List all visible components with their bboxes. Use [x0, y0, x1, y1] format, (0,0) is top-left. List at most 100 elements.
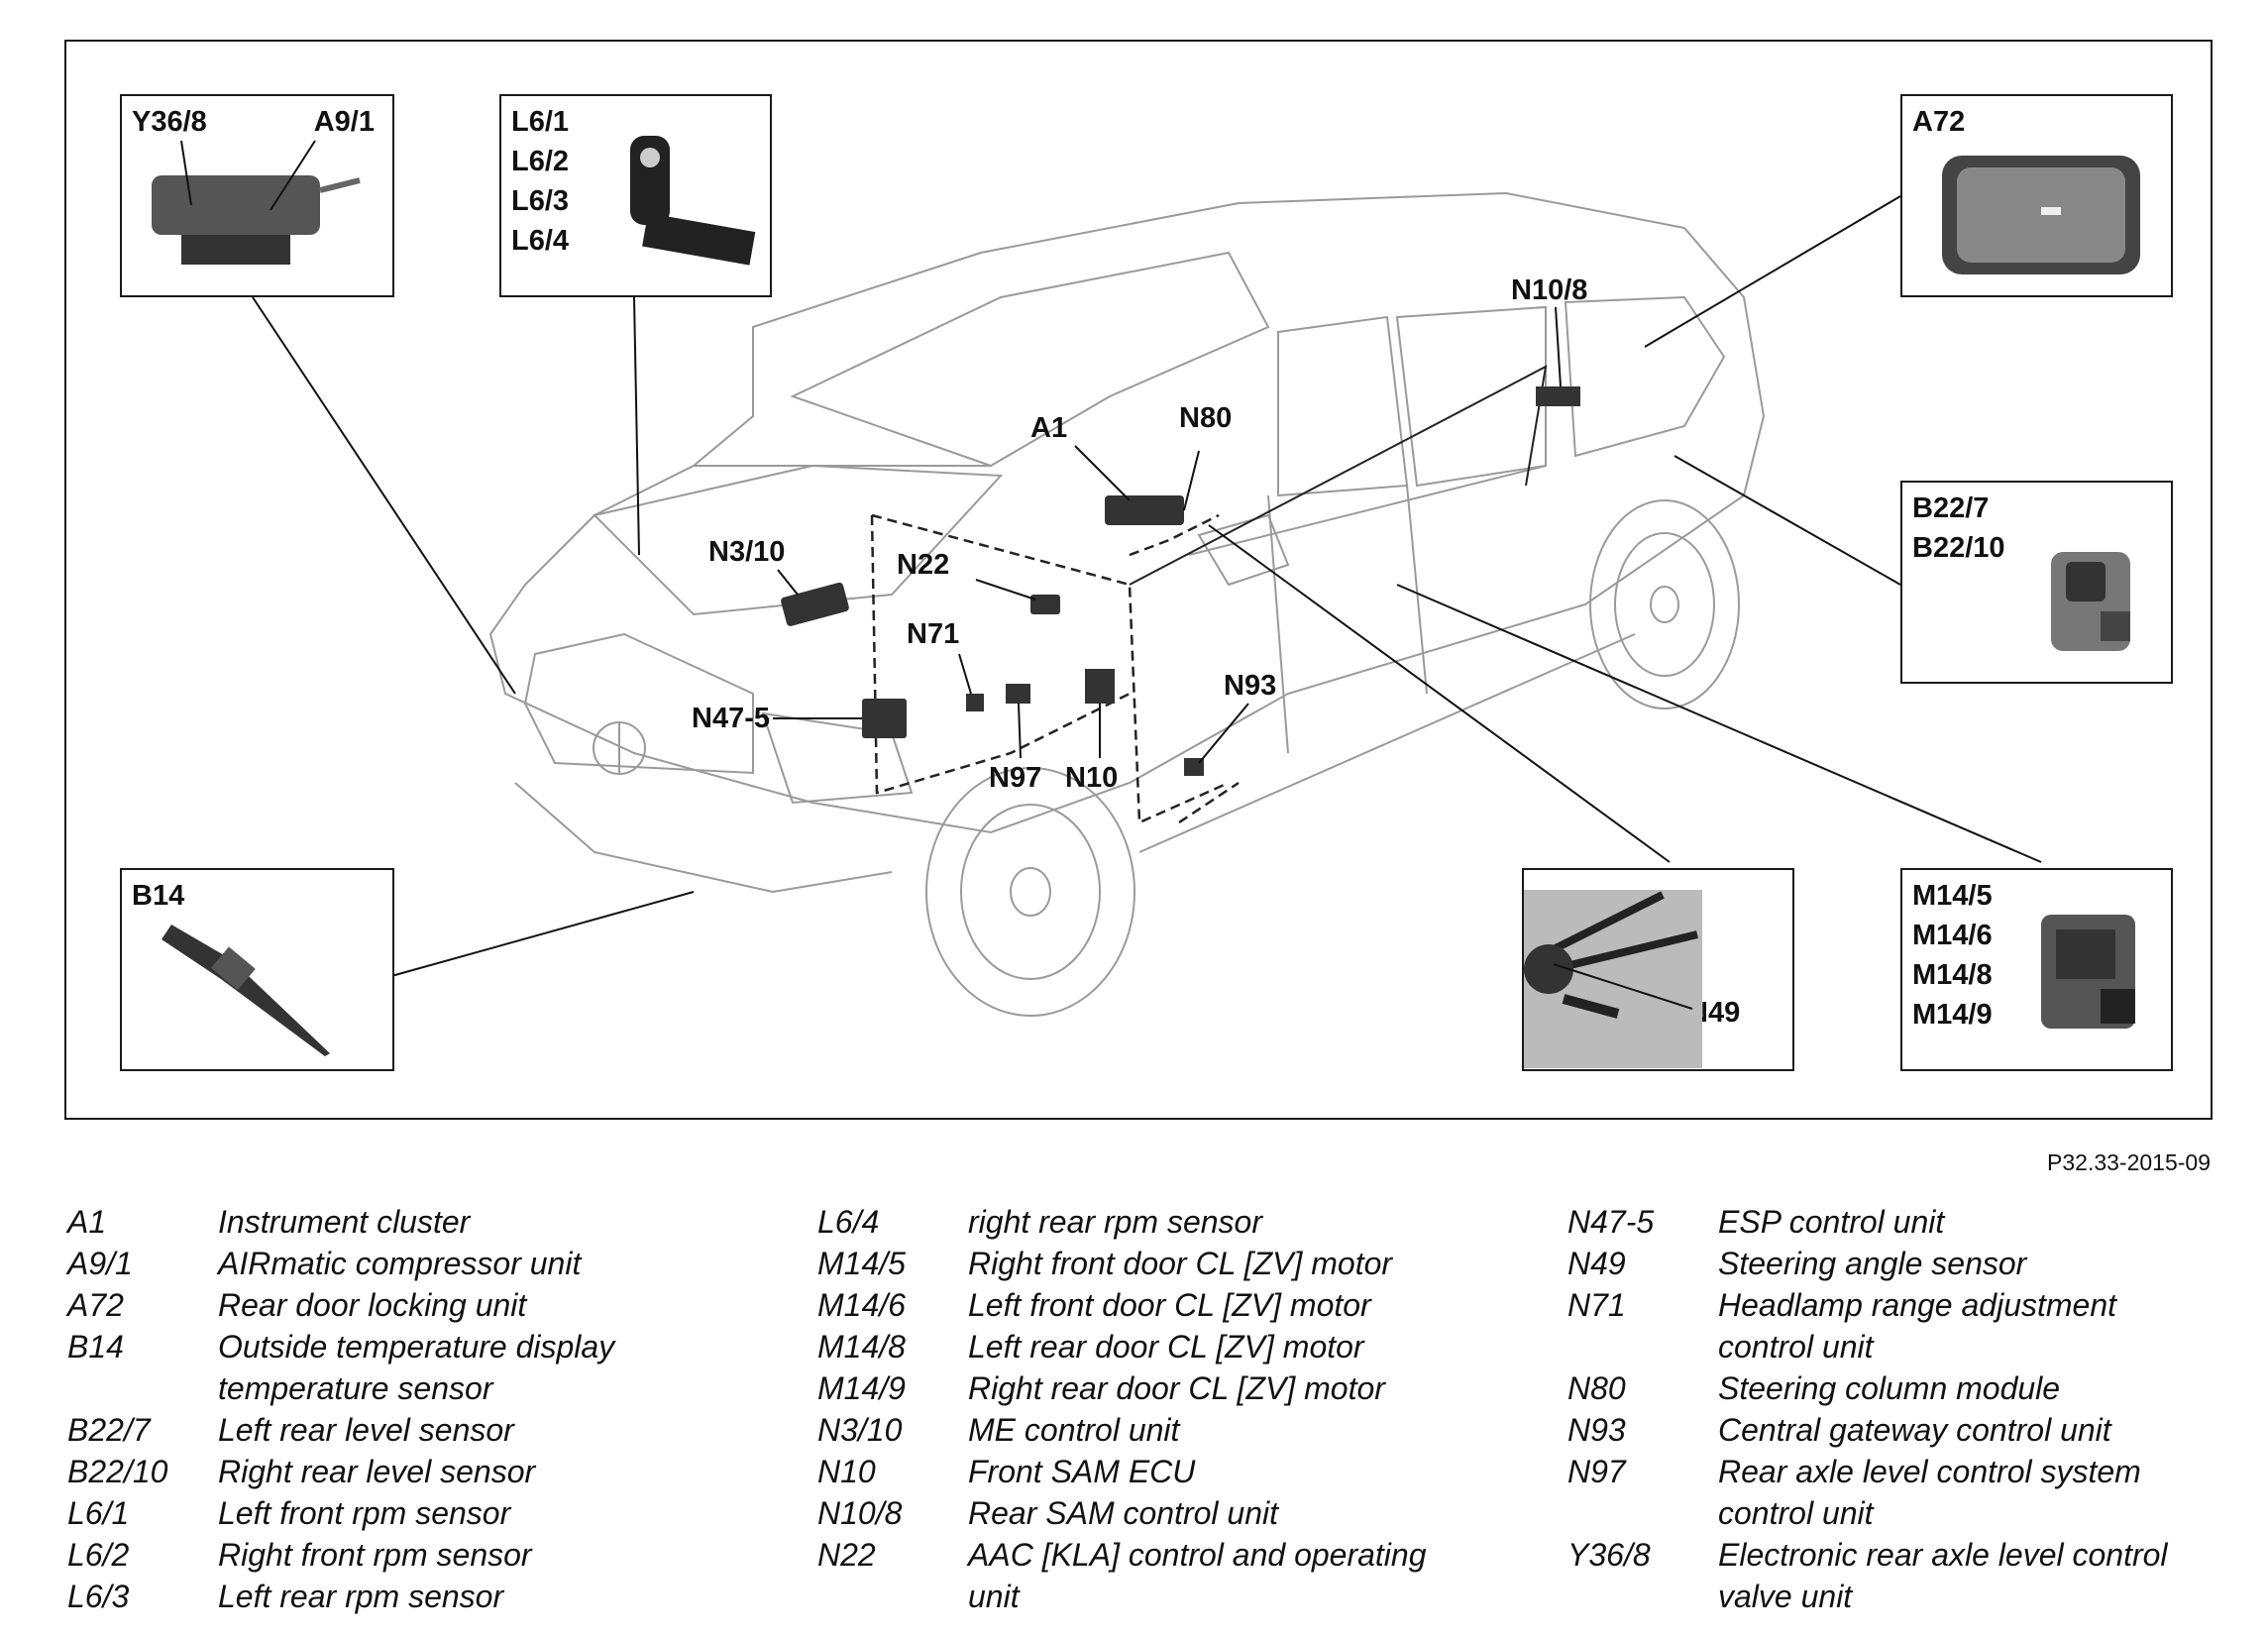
legend-desc: Rear axle level control system control u… — [1718, 1454, 2141, 1531]
rpm-sensor-image — [630, 136, 756, 266]
legend-desc: AAC [KLA] control and operating unit — [968, 1537, 1427, 1614]
callout-label-m14: M14/5 M14/6 M14/8 M14/9 — [1912, 880, 1993, 1031]
legend-code: B14 — [67, 1329, 124, 1365]
compressor-unit-image — [152, 140, 361, 265]
legend-row: A9/1 AIRmatic compressor unit — [67, 1243, 711, 1284]
legend-code: N22 — [817, 1537, 876, 1573]
legend-row: N47-5 ESP control unit — [1567, 1201, 2241, 1243]
car-body-outline — [488, 191, 1766, 1017]
legend-desc: Rear SAM control unit — [968, 1495, 1279, 1531]
legend-desc: Steering column module — [1718, 1370, 2061, 1406]
legend-desc: ME control unit — [968, 1412, 1180, 1448]
figure-code: P32.33-2015-09 — [2047, 1149, 2211, 1175]
part-label-n93: N93 — [1224, 670, 1277, 702]
leader-lines — [252, 195, 2042, 977]
callout-box-y36-a9: Y36/8 A9/1 — [120, 94, 394, 297]
legend-code: Y36/8 — [1567, 1537, 1651, 1573]
legend-code: N3/10 — [817, 1412, 903, 1448]
legend-code: L6/3 — [67, 1579, 130, 1614]
legend-row: N80 Steering column module — [1567, 1367, 2241, 1409]
callout-label-b14: B14 — [132, 880, 185, 912]
callout-label-y36-8: Y36/8 — [132, 106, 207, 138]
level-sensor-image — [2051, 552, 2130, 651]
legend-code: B22/10 — [67, 1454, 168, 1489]
legend-code: M14/6 — [817, 1287, 906, 1323]
legend-desc: Steering angle sensor — [1718, 1246, 2027, 1281]
legend-code: M14/9 — [817, 1370, 906, 1406]
legend-code: A1 — [67, 1204, 107, 1240]
legend-row: A1 Instrument cluster — [67, 1201, 711, 1243]
part-label-n97: N97 — [989, 762, 1042, 794]
n10-8-component — [1536, 386, 1580, 406]
part-label-n10: N10 — [1065, 762, 1119, 794]
legend-code: L6/1 — [67, 1495, 130, 1531]
legend-column-1: A1 Instrument cluster A9/1 AIRmatic compre… — [67, 1201, 711, 1617]
harness-solid — [1129, 365, 1548, 586]
callout-label-a9-1: A9/1 — [313, 106, 375, 138]
part-label-n10-8: N10/8 — [1511, 274, 1588, 306]
legend-desc: Central gateway control unit — [1718, 1412, 2111, 1448]
door-locking-unit-image — [1942, 156, 2140, 274]
legend-desc: Front SAM ECU — [968, 1454, 1196, 1489]
temperature-sensor-image — [162, 925, 330, 1056]
legend-code: N93 — [1567, 1412, 1626, 1448]
components — [781, 386, 1580, 776]
legend-desc: Electronic rear axle level control valve… — [1718, 1537, 2168, 1614]
legend-code: N97 — [1567, 1454, 1626, 1489]
part-label-n47-5: N47-5 — [692, 703, 770, 734]
legend-desc: ESP control unit — [1718, 1204, 1945, 1240]
n47-5-component — [862, 699, 907, 738]
legend-desc: Right front door CL [ZV] motor — [968, 1246, 1393, 1281]
legend-row: N3/10 ME control unit — [817, 1409, 1511, 1451]
diagram-frame — [64, 40, 2213, 1120]
legend-row: N22 AAC [KLA] control and operating unit — [817, 1534, 1511, 1617]
legend-column-3: N47-5 ESP control unit N49 Steering angle … — [1567, 1201, 2241, 1617]
legend-row: M14/6 Left front door CL [ZV] motor — [817, 1284, 1511, 1326]
legend-code: N71 — [1567, 1287, 1626, 1323]
part-label-n22: N22 — [897, 549, 950, 581]
n10-component — [1085, 669, 1115, 704]
callout-box-n49: N49 — [1522, 868, 1794, 1071]
callout-box-b14: B14 — [120, 868, 394, 1071]
a1-component — [1105, 495, 1184, 525]
legend-desc: Left rear rpm sensor — [218, 1579, 504, 1614]
callout-label-a72: A72 — [1912, 106, 1966, 138]
n71-component — [966, 694, 984, 711]
legend-code: L6/2 — [67, 1537, 130, 1573]
legend-desc: Left front door CL [ZV] motor — [968, 1287, 1371, 1323]
legend-desc: Instrument cluster — [218, 1204, 471, 1240]
legend-desc: Right rear level sensor — [218, 1454, 536, 1489]
legend-code: N47-5 — [1567, 1204, 1655, 1240]
legend-code: B22/7 — [67, 1412, 151, 1448]
callout-box-b22: B22/7 B22/10 — [1900, 481, 2173, 684]
legend-desc: Left rear level sensor — [218, 1412, 514, 1448]
legend-code: A9/1 — [67, 1246, 133, 1281]
callout-label-b22: B22/7 B22/10 — [1912, 492, 2005, 564]
legend-desc: Right rear door CL [ZV] motor — [968, 1370, 1385, 1406]
callout-label-l6: L6/1 L6/2 L6/3 L6/4 — [511, 106, 570, 257]
callout-box-m14: M14/5 M14/6 M14/8 M14/9 — [1900, 868, 2173, 1071]
legend-code: N49 — [1567, 1246, 1626, 1281]
legend-desc: Headlamp range adjustment control unit — [1718, 1287, 2117, 1365]
legend-row: N49 Steering angle sensor — [1567, 1243, 2241, 1284]
legend-code: N80 — [1567, 1370, 1626, 1406]
legend-desc: Left rear door CL [ZV] motor — [968, 1329, 1364, 1365]
callout-box-l6: L6/1 L6/2 L6/3 L6/4 — [499, 94, 772, 297]
legend-row: M14/9 Right rear door CL [ZV] motor — [817, 1367, 1511, 1409]
n3-10-component — [781, 582, 849, 626]
legend-code: A72 — [67, 1287, 124, 1323]
legend-row: N97 Rear axle level control system contro… — [1567, 1451, 2241, 1534]
legend-row: B22/10 Right rear level sensor — [67, 1451, 711, 1492]
part-label-n3-10: N3/10 — [708, 536, 786, 568]
legend-code: N10 — [817, 1454, 876, 1489]
door-motor-image — [2041, 915, 2135, 1029]
part-label-a1: A1 — [1030, 412, 1068, 444]
legend-desc: AIRmatic compressor unit — [218, 1246, 582, 1281]
